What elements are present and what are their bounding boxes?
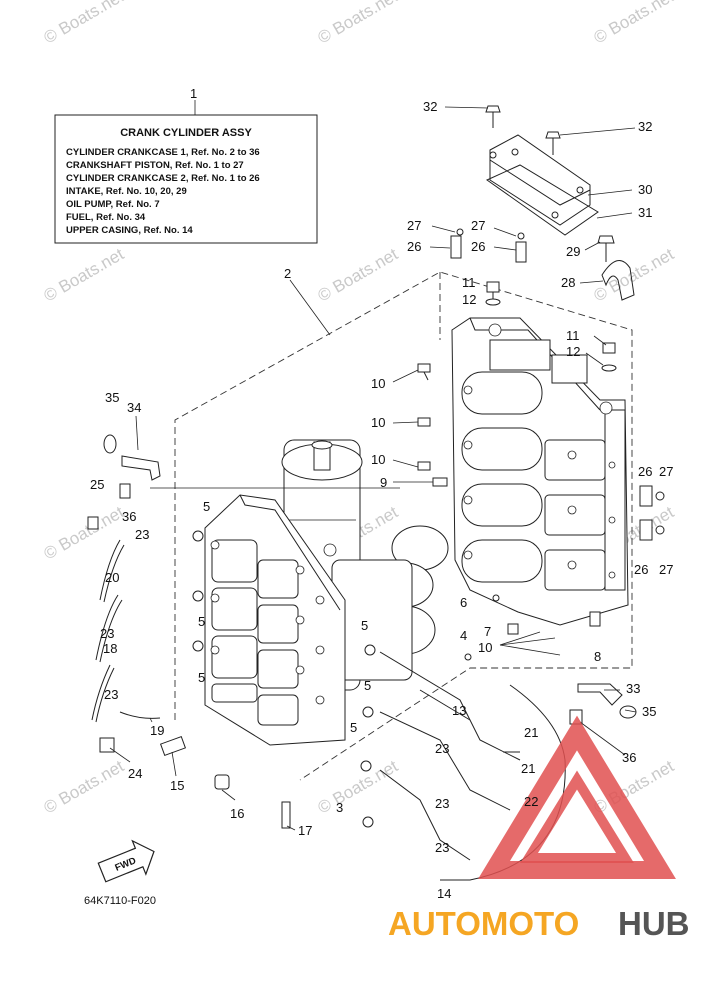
leader-lines [109,106,637,831]
callout-5b: 5 [198,614,205,629]
cylinder-cover [485,134,599,236]
assembly-line: INTAKE, Ref. No. 10, 20, 29 [66,186,187,197]
watermark: © Boats.net [315,0,402,47]
assembly-boundary [174,271,633,781]
assembly-line: CRANKSHAFT PISTON, Ref. No. 1 to 27 [66,160,244,171]
assembly-box: CRANK CYLINDER ASSY CYLINDER CRANKCASE 1… [54,100,318,244]
assembly-line: FUEL, Ref. No. 34 [66,212,146,223]
assembly-line: CYLINDER CRANKCASE 1, Ref. No. 2 to 36 [66,147,260,158]
callout-21b: 21 [521,761,535,776]
callout-11: 11 [462,275,476,290]
callout-10b: 10 [371,415,385,430]
assembly-line: OIL PUMP, Ref. No. 7 [66,199,160,210]
callout-22: 22 [524,794,538,809]
assembly-line: UPPER CASING, Ref. No. 14 [66,225,193,236]
callout-26d: 26 [634,562,648,577]
watermark: © Boats.net [41,0,128,47]
logo-text-automoto: AUTOMOTO [388,905,579,942]
callout-24: 24 [128,766,142,781]
callout-5e: 5 [364,678,371,693]
callout-33: 33 [626,681,640,696]
assembly-box-title: CRANK CYLINDER ASSY [120,127,252,139]
callout-27d: 27 [659,562,673,577]
callout-19: 19 [150,723,164,738]
diagram-code: 64K7110-F020 [84,895,156,907]
automotohub-logo: AUTOMOTO HUB [388,715,690,942]
callout-10: 10 [371,376,385,391]
callout-25: 25 [90,477,104,492]
callout-26c: 26 [638,464,652,479]
callout-32: 32 [423,99,437,114]
assembly-line: CYLINDER CRANKCASE 2, Ref. No. 1 to 26 [66,173,260,184]
watermark: © Boats.net [591,0,678,47]
watermark: © Boats.net [315,756,402,817]
callout-13: 13 [452,703,466,718]
callout-5d: 5 [361,618,368,633]
callout-36: 36 [122,509,136,524]
callout-23: 23 [135,527,149,542]
callout-5: 5 [203,499,210,514]
callout-7: 7 [484,624,491,639]
callout-34: 34 [127,400,141,415]
callout-20: 20 [105,570,119,585]
callout-26: 26 [407,239,421,254]
callout-27: 27 [407,218,421,233]
callout-3: 3 [336,800,343,815]
callout-26b: 26 [471,239,485,254]
callout-2: 2 [284,266,291,281]
callout-35: 35 [105,390,119,405]
watermark: © Boats.net [41,502,128,563]
callout-36b: 36 [622,750,636,765]
watermark: © Boats.net [41,244,128,305]
callout-5f: 5 [350,720,357,735]
callout-12: 12 [462,292,476,307]
callout-28: 28 [561,275,575,290]
callout-27b: 27 [471,218,485,233]
callout-8: 8 [594,649,601,664]
callout-30: 30 [638,182,652,197]
callout-23c: 23 [104,687,118,702]
callout-10c: 10 [371,452,385,467]
cylinder-block [451,317,629,626]
callout-10d: 10 [478,640,492,655]
callout-31: 31 [638,205,652,220]
callout-35b: 35 [642,704,656,719]
watermark: © Boats.net [315,244,402,305]
callout-21: 21 [524,725,538,740]
callout-12b: 12 [566,344,580,359]
callout-18: 18 [103,641,117,656]
callout-29: 29 [566,244,580,259]
watermark: © Boats.net [41,756,128,817]
callout-16: 16 [230,806,244,821]
callout-15: 15 [170,778,184,793]
hoses [91,539,566,881]
callout-11b: 11 [566,328,580,343]
callout-4: 4 [460,628,467,643]
callout-5c: 5 [198,670,205,685]
callout-23e: 23 [435,796,449,811]
crankcase-block [204,494,346,746]
watermark: © Boats.net [591,244,678,305]
callout-32b: 32 [638,119,652,134]
callouts: 1 2 3 4 5 5 5 5 5 5 6 7 8 9 10 10 10 10 … [90,86,673,901]
callout-23d: 23 [435,741,449,756]
callout-17: 17 [298,823,312,838]
hardware [87,105,665,829]
callout-27c: 27 [659,464,673,479]
callout-23f: 23 [435,840,449,855]
fwd-arrow: FWD [97,839,155,883]
callout-6: 6 [460,595,467,610]
callout-9: 9 [380,475,387,490]
callout-14: 14 [437,886,451,901]
logo-text-hub: HUB [618,905,690,942]
callout-23b: 23 [100,626,114,641]
callout-1: 1 [190,86,197,101]
